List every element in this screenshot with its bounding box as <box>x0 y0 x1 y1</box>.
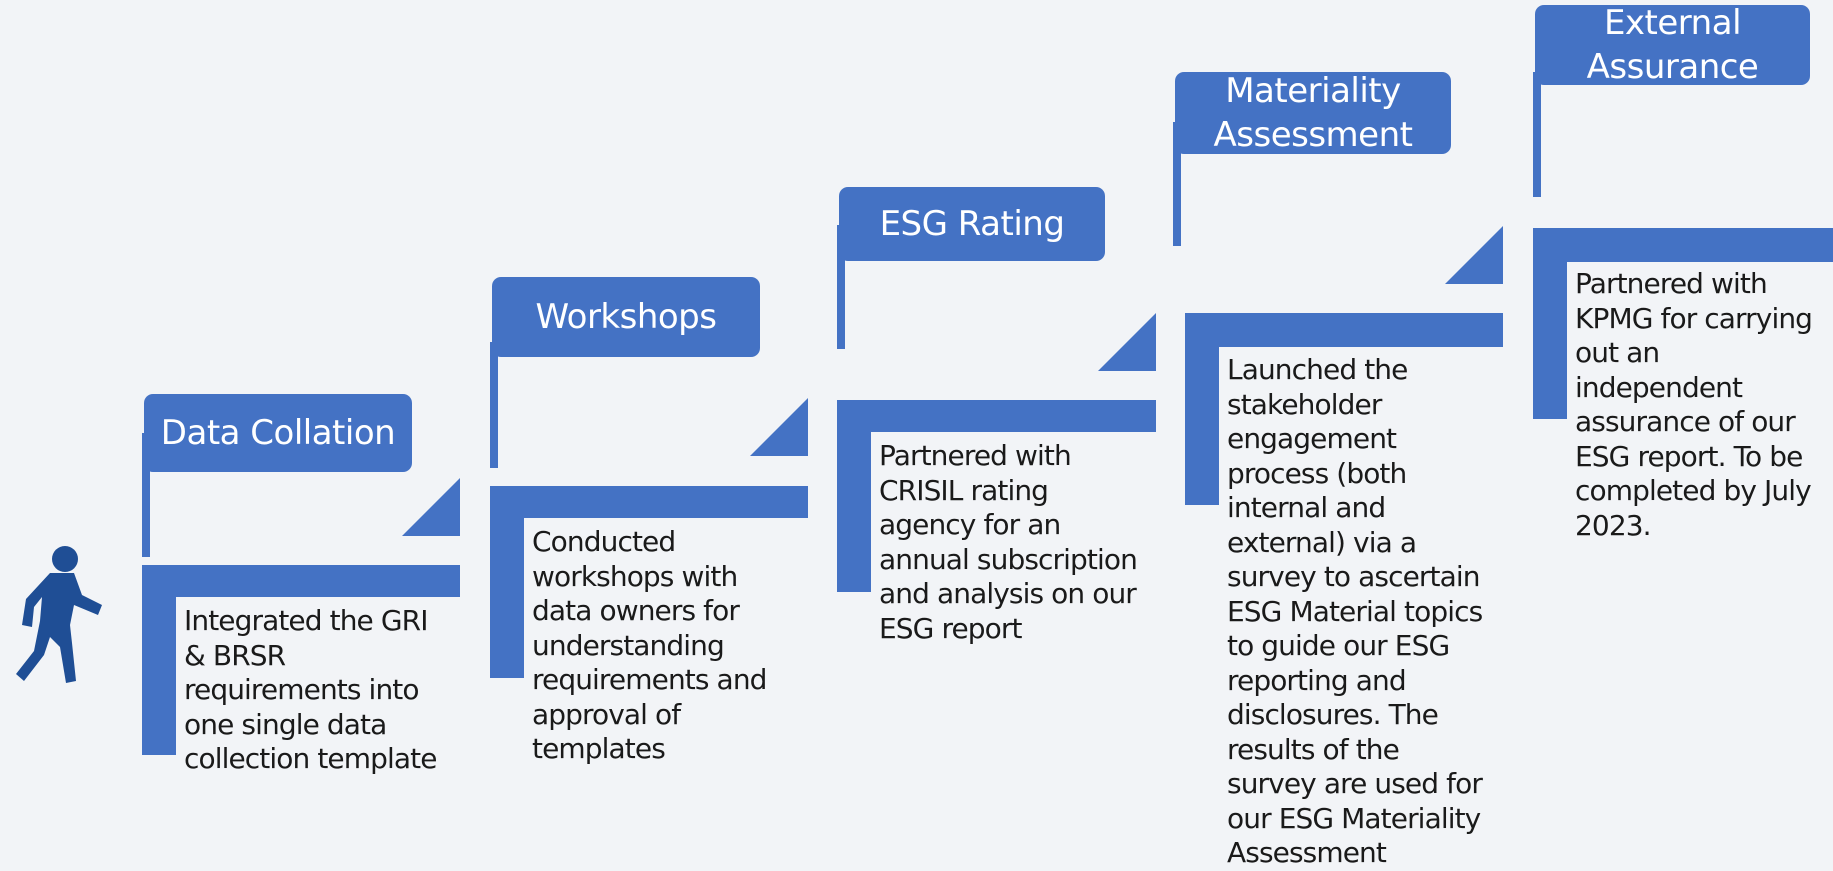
step-top-bar <box>142 565 460 597</box>
step-title: ESG Rating <box>879 204 1065 244</box>
flag-pole <box>1533 72 1541 197</box>
flag-pole <box>837 225 845 349</box>
step-connector-arrow <box>750 398 808 456</box>
step-title: Data Collation <box>160 413 396 453</box>
step-top-bar <box>837 400 1156 432</box>
step-connector-arrow <box>402 478 460 536</box>
step-top-bar <box>1185 313 1503 347</box>
step-description: Conducted workshops with data owners for… <box>532 525 767 765</box>
step-title-pill: Workshops <box>492 277 760 357</box>
step-top-bar <box>490 486 808 518</box>
flag-pole <box>142 433 150 557</box>
flag-pole <box>1173 122 1181 246</box>
step-connector-arrow <box>1098 313 1156 371</box>
step-title-pill: External Assurance <box>1535 3 1810 87</box>
step-title: External Assurance <box>1586 3 1759 87</box>
step-side-bar <box>1185 313 1219 505</box>
step-side-bar <box>142 565 176 755</box>
flag-pole <box>490 342 498 468</box>
step-side-bar <box>837 400 871 592</box>
step-title: Materiality Assessment <box>1213 71 1413 155</box>
step-title-pill: Data Collation <box>144 394 412 472</box>
step-description: Partnered with KPMG for carrying out an … <box>1575 267 1813 542</box>
step-top-bar <box>1533 228 1833 262</box>
step-description: Integrated the GRI & BRSR requirements i… <box>184 604 437 775</box>
step-title: Workshops <box>535 297 717 337</box>
step-side-bar <box>490 486 524 678</box>
step-connector-arrow <box>1445 226 1503 284</box>
step-description: Partnered with CRISIL rating agency for … <box>879 439 1138 645</box>
step-title-pill: ESG Rating <box>839 187 1105 261</box>
walking-person-icon <box>16 546 102 683</box>
step-side-bar <box>1533 228 1567 419</box>
step-title-pill: Materiality Assessment <box>1175 71 1451 155</box>
step-description: Launched the stakeholder engagement proc… <box>1227 353 1483 869</box>
